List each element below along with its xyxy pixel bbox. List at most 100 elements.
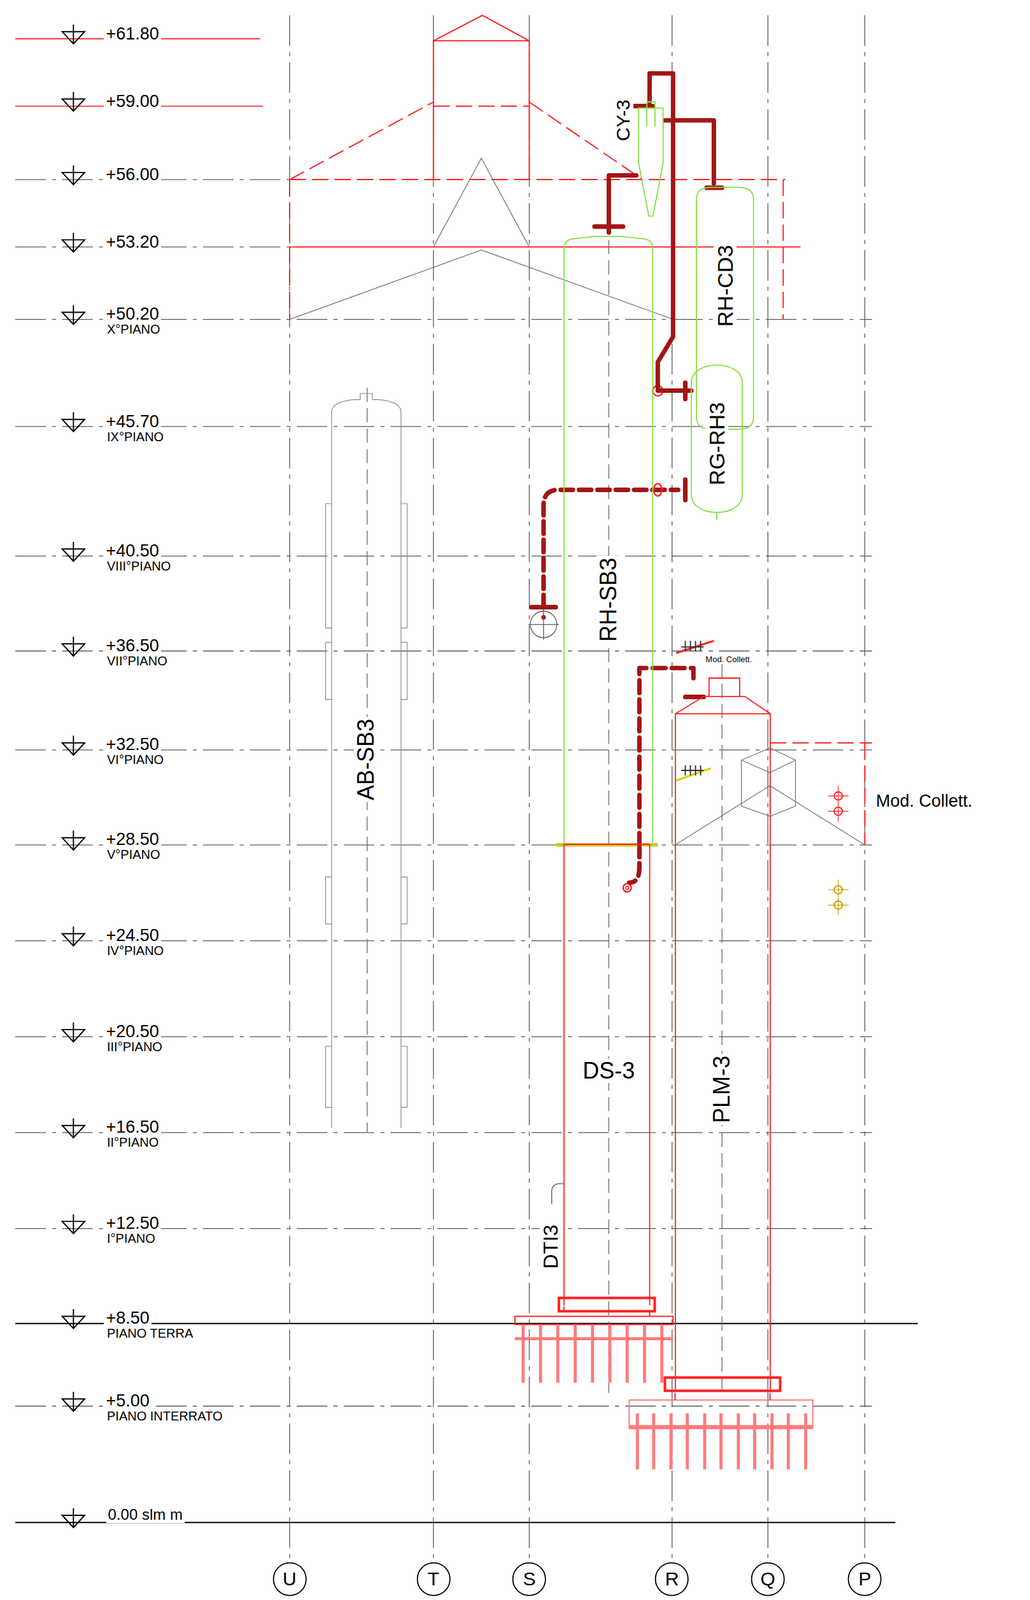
floor-name: VI°PIANO [105,752,166,767]
grid-letter: T [427,1569,440,1589]
nozzle-symbol [528,609,559,640]
equipment-tag: RH-SB3 [596,555,621,644]
floor-name: PIANO TERRA [105,1326,195,1341]
grid-letter: Q [760,1569,776,1589]
grid-bubble: Q [750,1561,785,1596]
foundation-part [515,1338,813,1427]
grid-letter: U [282,1569,297,1589]
silo-shape [675,677,771,1392]
cyclone-shape [638,101,663,216]
center-line [367,219,722,1398]
level-line [15,179,873,1406]
grid-bubble: T [416,1561,451,1596]
equipment-tag: PLM-3 [709,1053,734,1125]
elevation-value: +28.50 [103,830,161,849]
foundation-part [523,1324,663,1383]
equipment-tag: CY-3 [613,97,634,144]
grid-line [289,15,866,1561]
elevation-value: +20.50 [103,1021,161,1041]
floor-name: IV°PIANO [105,943,166,958]
collector-symbol-part [681,640,704,651]
leader-line [551,1183,565,1204]
building-outline-part [289,157,673,319]
foundation-part [515,1315,673,1325]
elevation-value: 0.00 slm m [106,1506,185,1523]
elevation-value: +5.00 [103,1390,151,1410]
floor-name: II°PIANO [105,1135,161,1150]
floor-name: I°PIANO [105,1231,158,1246]
equipment-tag: DTI3 [539,1222,562,1270]
elevation-value: +36.50 [103,636,161,656]
note-text: Mod. Collett. [874,791,975,810]
piping-part [653,483,663,496]
grid-bubble-shape [513,1562,546,1595]
floor-name: VII°PIANO [105,653,170,668]
level-line-solid-part [15,1323,918,1523]
vessel-shape [696,187,754,434]
elevation-value: +45.70 [103,411,161,431]
column-vessel-shape [325,393,407,1128]
collector-symbol-part [681,765,704,776]
building-outline-part [289,101,786,319]
elevation-value: +61.80 [103,24,161,43]
foundation-part [637,1413,806,1470]
piping-part [623,883,632,892]
cyclone: CY-3 [636,101,666,219]
column-vessel: AB-SB3 [331,393,402,1128]
level-marker [62,24,85,1528]
vessel-outline [564,232,653,845]
elevation-value: +16.50 [103,1117,161,1137]
foundation-part [558,1298,656,1312]
elevation-value: +12.50 [103,1213,161,1232]
foundation-part [675,1392,771,1400]
grid-bubble: S [511,1561,547,1596]
floor-name: VIII°PIANO [105,558,173,573]
elevation-value: +40.50 [103,541,161,561]
elevation-value: +50.20 [103,304,161,324]
equipment-tag: RG-RH3 [705,400,729,487]
vessel-shape [564,236,653,845]
grid-line-part [289,15,866,1561]
equipment-tag: DS-3 [580,1058,637,1083]
grid-bubble-shape [416,1562,450,1595]
note-text: Mod. Collett. [703,653,754,664]
piping [531,106,723,892]
piping-part [543,106,722,698]
building-outline-part [769,742,872,845]
vessel: RH-CD3 [696,183,754,433]
elevation-value: +59.00 [103,91,161,111]
grid-letter: S [522,1569,536,1589]
collector-symbol [676,640,849,915]
elevation-value: +8.50 [103,1308,151,1327]
level-line-part [15,179,873,1406]
building-outline [289,15,873,845]
grid-letter: P [858,1569,871,1589]
building-outline-part [433,15,530,180]
grid-bubble-shape [848,1562,882,1595]
silo: PLM-3 [675,677,771,1392]
floor-name: PIANO INTERRATO [105,1408,225,1423]
grid-bubble: P [847,1561,882,1596]
elevation-value: +56.00 [103,164,161,184]
dryer-column: DS-3 [564,844,650,1306]
grid-bubble: U [272,1561,307,1596]
collector-symbol-part [676,640,714,653]
piping-part [628,844,640,883]
nozzle-symbol-part [528,609,559,640]
elevation-value: +53.20 [103,232,161,251]
grid-bubble-shape [655,1562,689,1595]
vessel-shape [691,364,743,521]
pipe-line [608,175,636,233]
vessel: RH-SB3 [564,232,653,845]
foundation-part [664,1377,780,1391]
foundation [515,1298,813,1470]
silo-outline [675,677,771,1392]
pipe-line [639,667,694,845]
level-marker-part [62,24,85,1528]
grid-bubble: R [654,1561,689,1596]
vessel: RG-RH3 [691,357,743,521]
piping-part [683,479,688,500]
collector-symbol-part [828,879,849,916]
level-line-solid [15,38,918,1523]
